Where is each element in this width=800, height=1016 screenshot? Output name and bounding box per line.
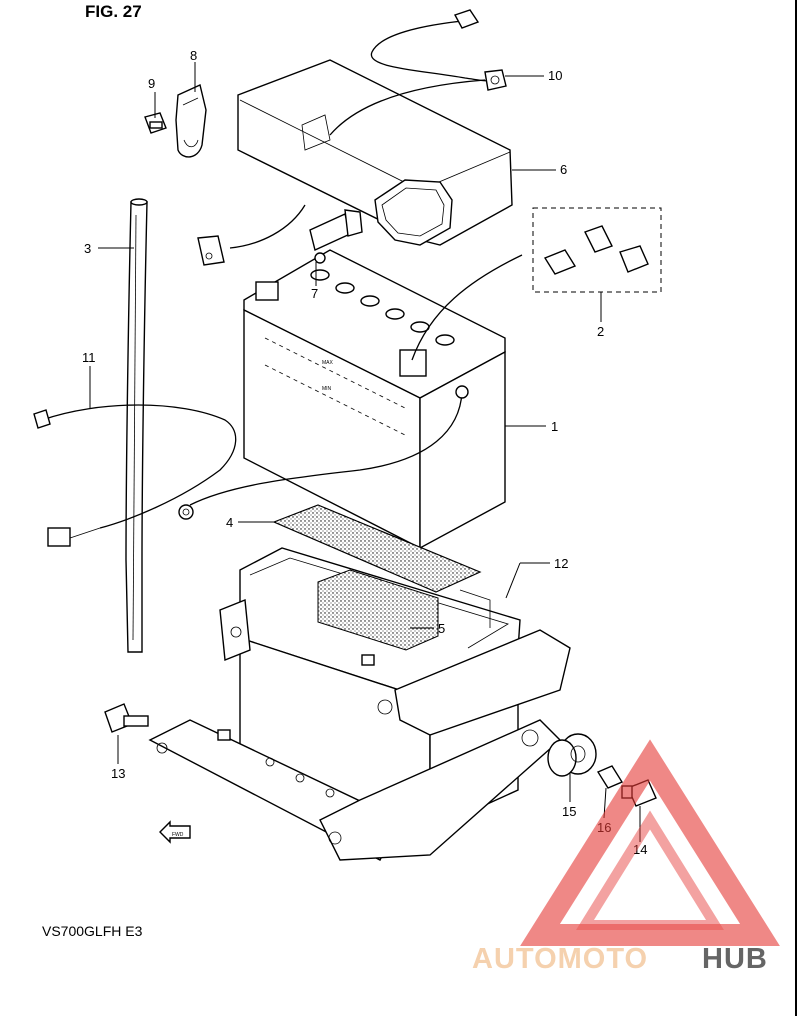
cover-bolt-7 [309, 209, 363, 264]
watermark-text-dark: HUB [702, 943, 768, 975]
watermark: AUTOMOTO HUB [472, 739, 780, 975]
battery-lead [178, 385, 469, 520]
watermark-text-light: AUTOMOTO [472, 943, 648, 975]
cover-cable [229, 204, 306, 249]
positive-cable [411, 254, 523, 361]
callout-11: 11 [82, 350, 96, 365]
battery-tray [148, 547, 571, 861]
callout-14: 14 [633, 842, 647, 857]
terminal-pos [399, 349, 427, 377]
cable-terminal [197, 235, 225, 266]
callout-9: 9 [148, 76, 155, 91]
min-mark: MIN [322, 386, 332, 392]
battery-cover [237, 59, 513, 246]
callout-5: 5 [438, 621, 445, 636]
callout-6: 6 [560, 162, 567, 177]
max-mark: MAX [322, 360, 334, 366]
battery: MAX MIN [243, 249, 506, 550]
callout-15: 15 [562, 804, 576, 819]
terminal-neg [255, 281, 279, 301]
warning-triangle-logo [520, 739, 780, 946]
grommet-15 [547, 733, 597, 777]
clamp-8 [175, 84, 207, 158]
wire-harness [33, 404, 237, 547]
breather-tube [125, 198, 148, 653]
callout-8: 8 [190, 48, 197, 63]
leader-lines [89, 62, 641, 842]
battery-pad [272, 504, 482, 593]
callout-3: 3 [84, 241, 91, 256]
figure-title: FIG. 27 [85, 2, 142, 21]
model-code: VS700GLFH E3 [42, 923, 143, 939]
cover-lead [329, 9, 507, 136]
terminal-bolt-set [532, 207, 662, 293]
fwd-label: FWD [172, 832, 184, 838]
callout-2: 2 [597, 324, 604, 339]
callout-12: 12 [554, 556, 568, 571]
fwd-arrow: FWD [159, 820, 191, 844]
callout-1: 1 [551, 419, 558, 434]
collar-16 [596, 765, 624, 789]
callout-7: 7 [311, 286, 318, 301]
callout-10: 10 [548, 68, 562, 83]
callout-4: 4 [226, 515, 233, 530]
callout-13: 13 [111, 766, 125, 781]
bolt-13 [104, 703, 149, 733]
